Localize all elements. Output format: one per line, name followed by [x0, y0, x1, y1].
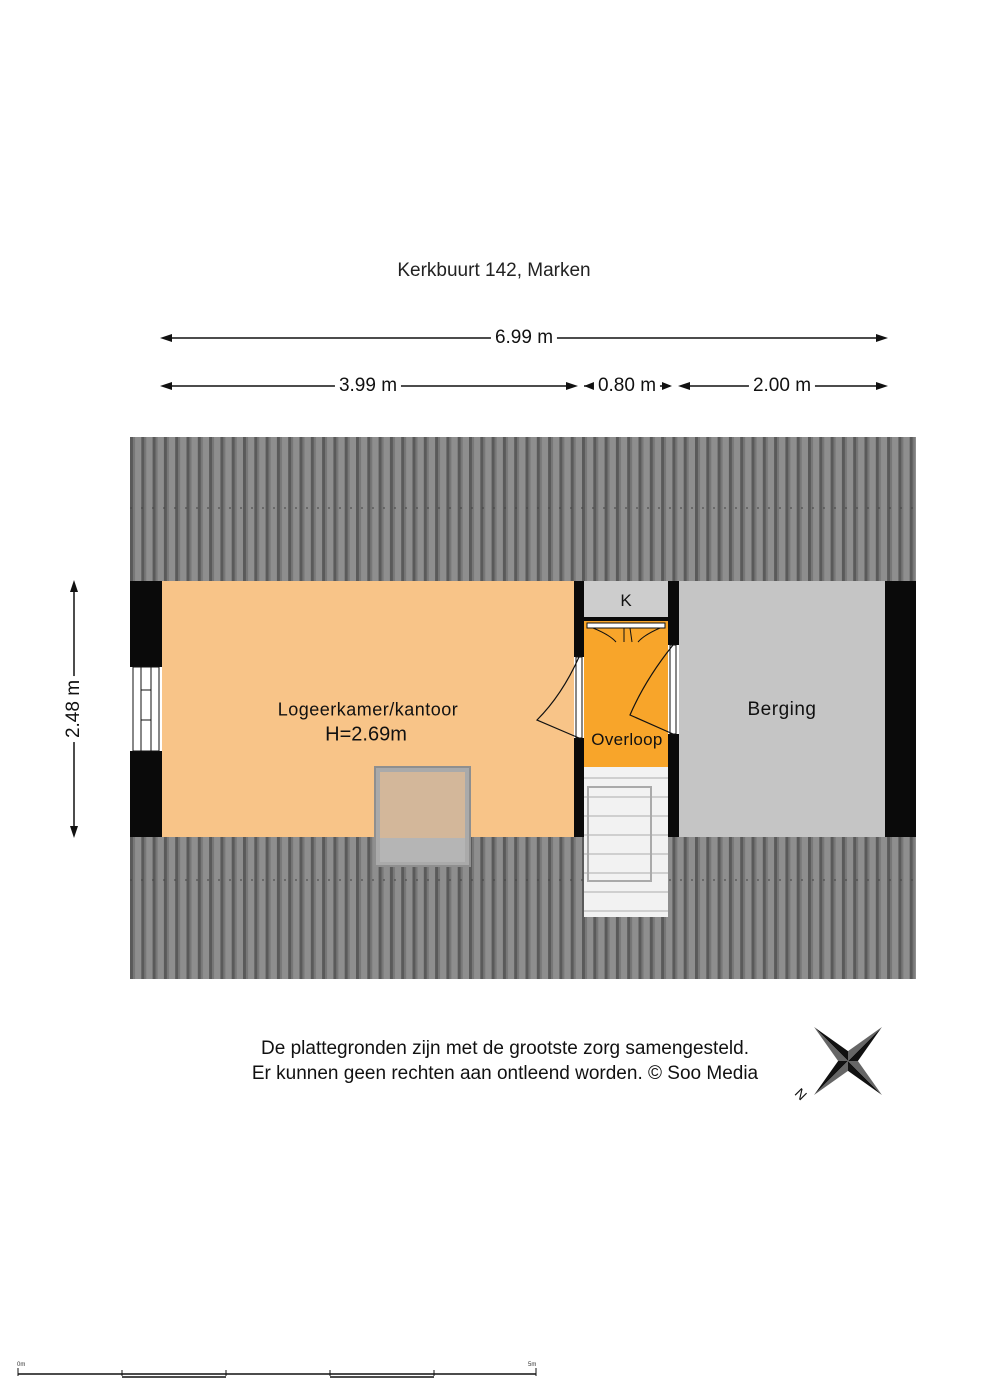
dimension-total-label: 6.99 m	[490, 327, 558, 349]
wall-left-bottom	[130, 751, 162, 837]
wall-kast-divider	[584, 617, 668, 621]
door-berging	[669, 644, 677, 735]
room-logeerkamer	[162, 581, 574, 837]
room-kast	[584, 581, 668, 617]
page-title: Kerkbuurt 142, Marken	[397, 260, 591, 281]
room-height-logeerkamer: H=2.69m	[325, 723, 407, 746]
wall-right	[885, 581, 916, 837]
scale-end-label: 5m	[528, 1362, 537, 1368]
dimension-segment-3-label: 2.00 m	[748, 375, 816, 397]
dimension-segment-1-label: 3.99 m	[334, 375, 402, 397]
disclaimer-line-2: Er kunnen geen rechten aan ontleend word…	[251, 1063, 759, 1084]
scale-start-label: 0m	[17, 1362, 26, 1368]
room-label-berging: Berging	[747, 699, 817, 720]
roof-bottom	[130, 837, 916, 979]
disclaimer: De plattegronden zijn met de grootste zo…	[200, 1036, 810, 1086]
room-label-overloop: Overloop	[591, 730, 663, 749]
staircase	[584, 767, 668, 917]
wall-partition-2-top	[668, 581, 679, 645]
room-overloop	[584, 621, 668, 767]
scale-bar	[17, 1368, 537, 1378]
wall-partition-1-top	[574, 581, 584, 657]
dimension-depth-label: 2.48 m	[63, 675, 85, 743]
disclaimer-line-1: De plattegronden zijn met de grootste zo…	[261, 1038, 749, 1059]
roof-top	[130, 437, 916, 581]
wall-left-top	[130, 581, 162, 667]
wall-partition-2-bottom	[668, 734, 679, 837]
dimension-segment-2-label: 0.80 m	[593, 375, 661, 397]
door-logeerkamer	[575, 656, 583, 739]
room-label-logeerkamer: Logeerkamer/kantoor	[277, 699, 459, 720]
room-berging	[679, 581, 885, 837]
room-label-kast: K	[620, 591, 632, 610]
compass-icon	[814, 1027, 882, 1095]
wall-partition-1-bottom	[574, 738, 584, 837]
window-left	[132, 666, 160, 752]
